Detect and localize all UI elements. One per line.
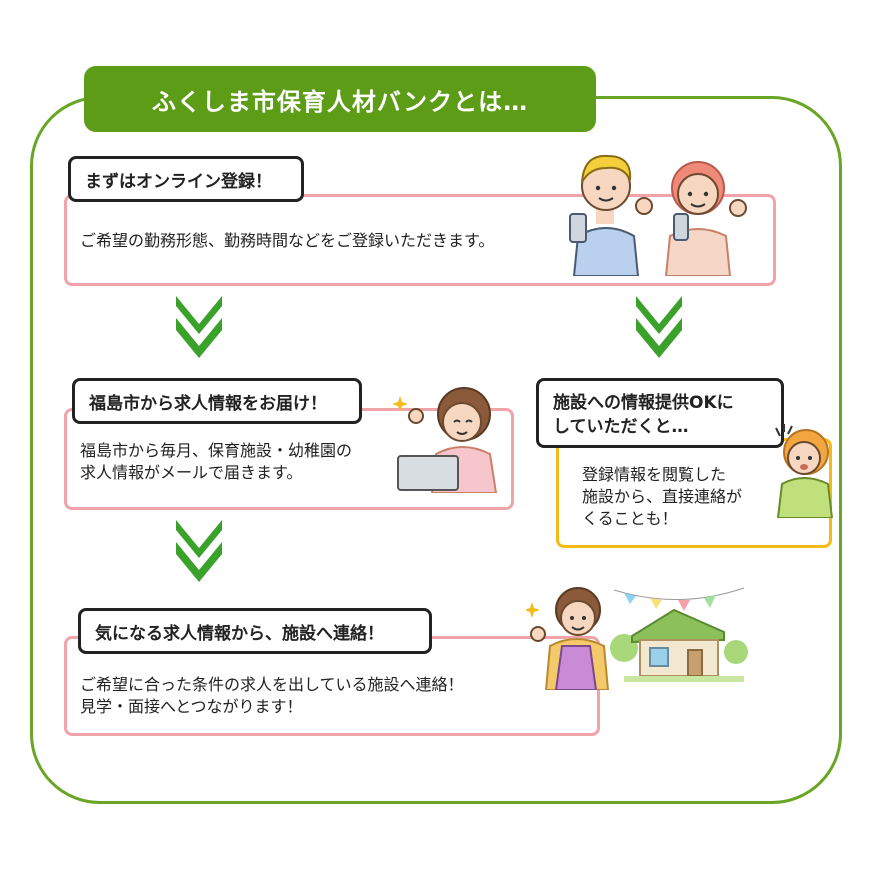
- side-heading: 施設への情報提供OKに していただくと…: [536, 378, 784, 448]
- side-heading-line2: していただくと…: [553, 417, 689, 437]
- woman-laptop-illustration: [392, 387, 498, 493]
- step3-body-line2: 見学・面接へとつながります！: [80, 697, 303, 716]
- step1-box: [64, 194, 776, 286]
- woman-apron-illustration: [526, 587, 610, 690]
- page-title: ふくしま市保育人材バンクとは…: [84, 66, 596, 132]
- step1-body: ご希望の勤務形態、勤務時間などをご登録いただきます。: [80, 231, 495, 250]
- down-arrow-icon: [176, 520, 222, 582]
- couple-ok-illustration: [569, 154, 747, 276]
- side-body-line2: 施設から、直接連絡が: [582, 487, 743, 506]
- side-heading-line1: 施設への情報提供OKに: [553, 393, 734, 413]
- house-illustration: [610, 587, 748, 682]
- side-body-line1: 登録情報を閲覧した: [582, 465, 727, 484]
- step2-body-line1: 福島市から毎月、保育施設・幼稚園の: [80, 441, 353, 460]
- step1-heading: まずはオンライン登録！: [68, 156, 304, 202]
- down-arrow-icon: [176, 296, 222, 358]
- step2-heading: 福島市から求人情報をお届け！: [72, 378, 362, 424]
- down-arrow-icon: [636, 296, 682, 358]
- step3-body-line1: ご希望に合った条件の求人を出している施設へ連絡！: [80, 675, 464, 694]
- woman-phone-illustration: [775, 424, 834, 518]
- side-body-line3: くることも！: [582, 509, 678, 528]
- step3-heading: 気になる求人情報から、施設へ連絡！: [78, 608, 432, 654]
- step2-body-line2: 求人情報がメールで届きます。: [80, 463, 303, 482]
